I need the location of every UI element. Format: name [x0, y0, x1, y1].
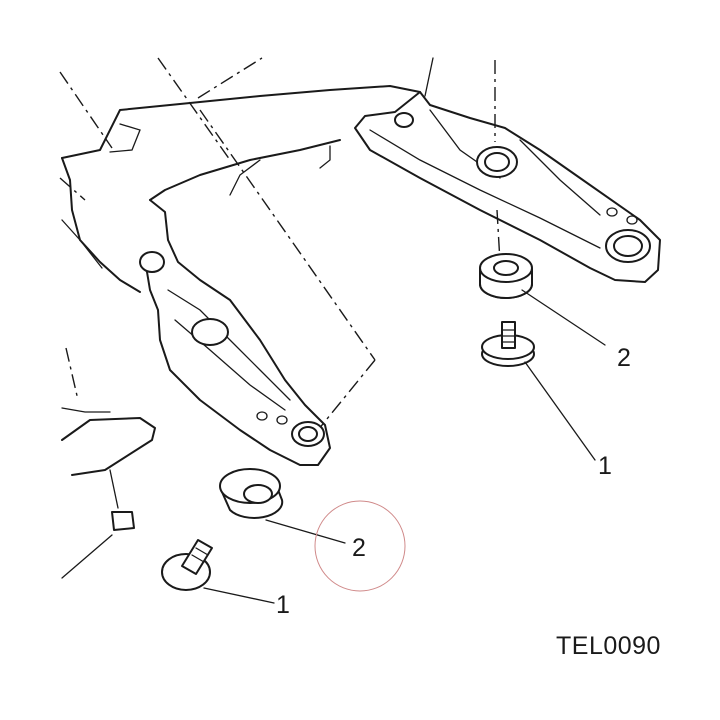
subframe-bracket [61, 57, 661, 466]
leader-lines [203, 289, 606, 604]
callout-label-right-bolt: 1 [598, 452, 612, 480]
figure-code: TEL0090 [556, 632, 661, 660]
callout-label-right-washer: 2 [617, 344, 631, 372]
left-bolt-part [161, 539, 213, 591]
left-washer-part [219, 468, 284, 519]
right-bolt-part [481, 321, 535, 367]
right-fastener-stack [479, 253, 535, 367]
left-fastener-stack [161, 468, 284, 591]
highlight-circle [314, 500, 406, 592]
center-lines [59, 57, 501, 431]
callout-label-left-bolt: 1 [276, 591, 290, 619]
callout-label-left-washer: 2 [352, 534, 366, 562]
right-washer-part [479, 253, 533, 299]
lower-left-bracket [61, 407, 156, 579]
